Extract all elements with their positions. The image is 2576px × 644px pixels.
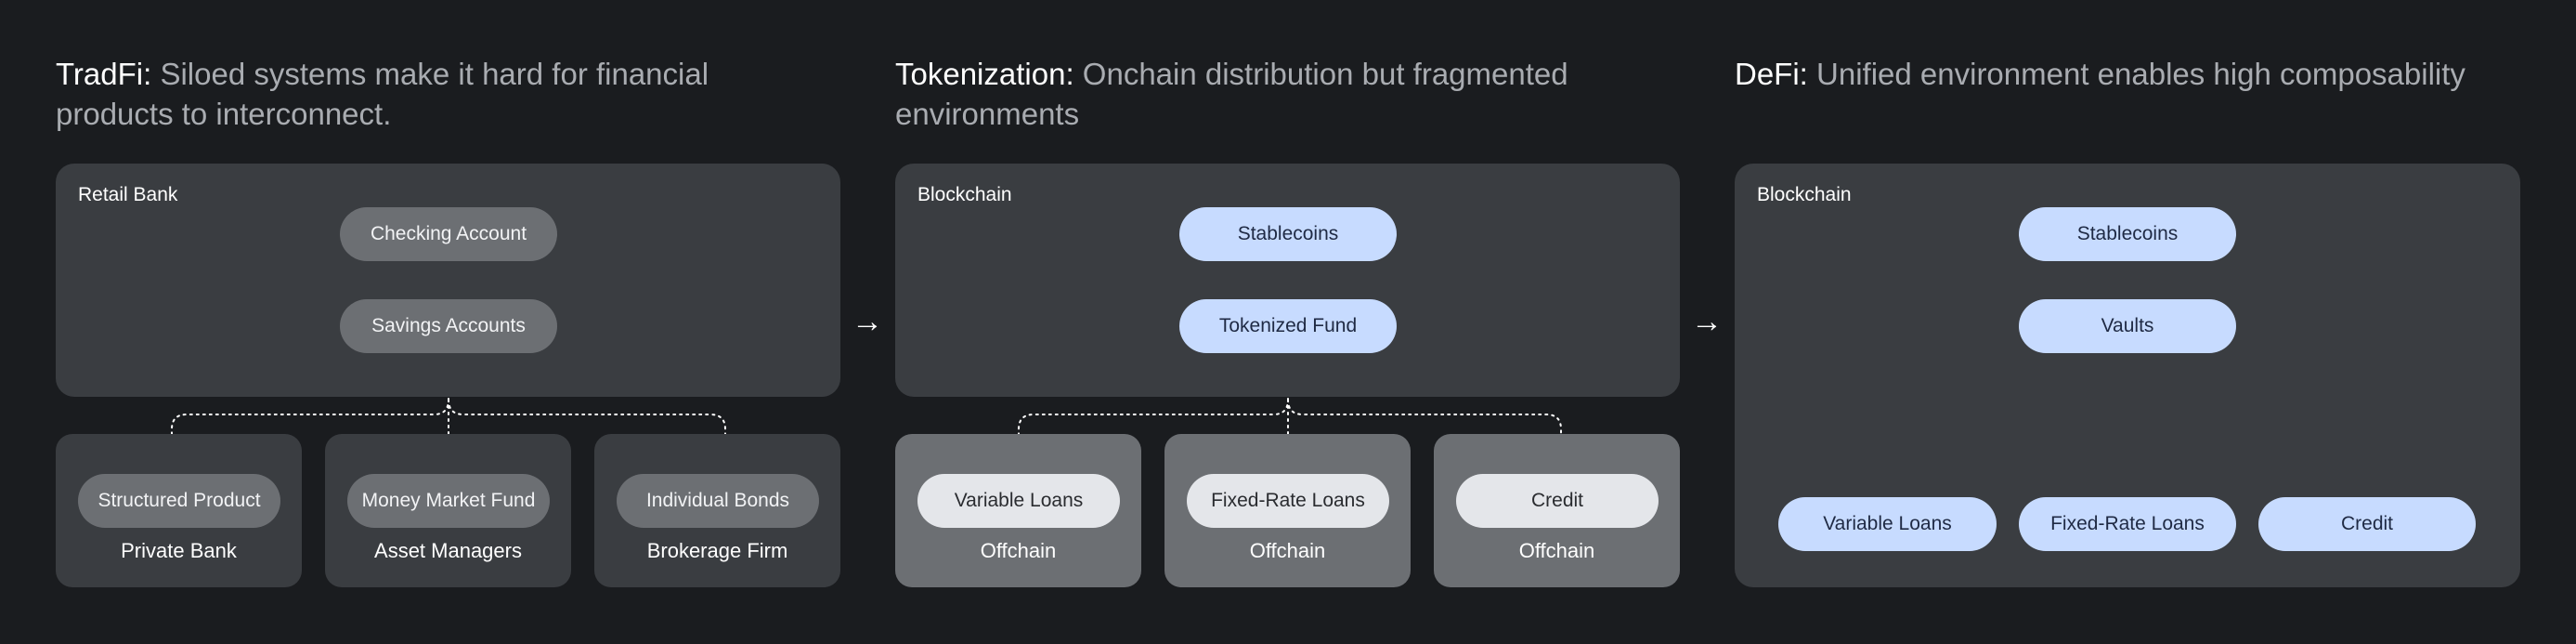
panel-tokenization-heading: Tokenization: Onchain distribution but f… [895,54,1657,134]
heading-lead: TradFi: [56,57,152,91]
credit-pill: Credit [2258,497,2476,551]
right-arrow-icon: → [1691,304,1723,339]
tokenized-fund-pill: Tokenized Fund [1179,299,1397,353]
fixed-rate-loans-pill: Fixed-Rate Loans [2019,497,2236,551]
container-label: Retail Bank [78,184,178,205]
money-market-fund-pill: Money Market Fund [347,474,550,528]
heading-lead: Tokenization: [895,57,1074,91]
container-label: Blockchain [1757,184,1852,205]
stablecoins-pill: Stablecoins [2019,207,2236,261]
checking-account-pill: Checking Account [340,207,557,261]
heading-rest: Onchain distribution but fragmented envi… [895,57,1568,131]
variable-loans-pill: Variable Loans [917,474,1120,528]
stablecoins-pill: Stablecoins [1179,207,1397,261]
individual-bonds-pill: Individual Bonds [617,474,819,528]
panel-defi-heading: DeFi: Unified environment enables high c… [1735,54,2496,94]
variable-loans-pill: Variable Loans [1778,497,1997,551]
credit-pill: Credit [1456,474,1659,528]
retail-bank-container: Retail Bank [56,164,840,397]
structured-product-pill: Structured Product [78,474,280,528]
vaults-pill: Vaults [2019,299,2236,353]
sub-caption: Brokerage Firm [646,539,788,562]
fixed-rate-loans-pill: Fixed-Rate Loans [1187,474,1389,528]
heading-lead: DeFi: [1735,57,1808,91]
panel-tradfi-heading: TradFi: Siloed systems make it hard for … [56,54,817,134]
right-arrow-icon: → [852,304,883,339]
sub-caption: Asset Managers [374,539,522,562]
sub-caption: Offchain [1518,539,1595,562]
heading-rest: Unified environment enables high composa… [1807,57,2465,91]
savings-accounts-pill: Savings Accounts [340,299,557,353]
heading-rest: Siloed systems make it hard for financia… [56,57,709,131]
blockchain-container: Blockchain [895,164,1680,397]
sub-caption: Private Bank [121,539,237,562]
sub-caption: Offchain [1249,539,1326,562]
container-label: Blockchain [917,184,1012,205]
sub-caption: Offchain [980,539,1057,562]
